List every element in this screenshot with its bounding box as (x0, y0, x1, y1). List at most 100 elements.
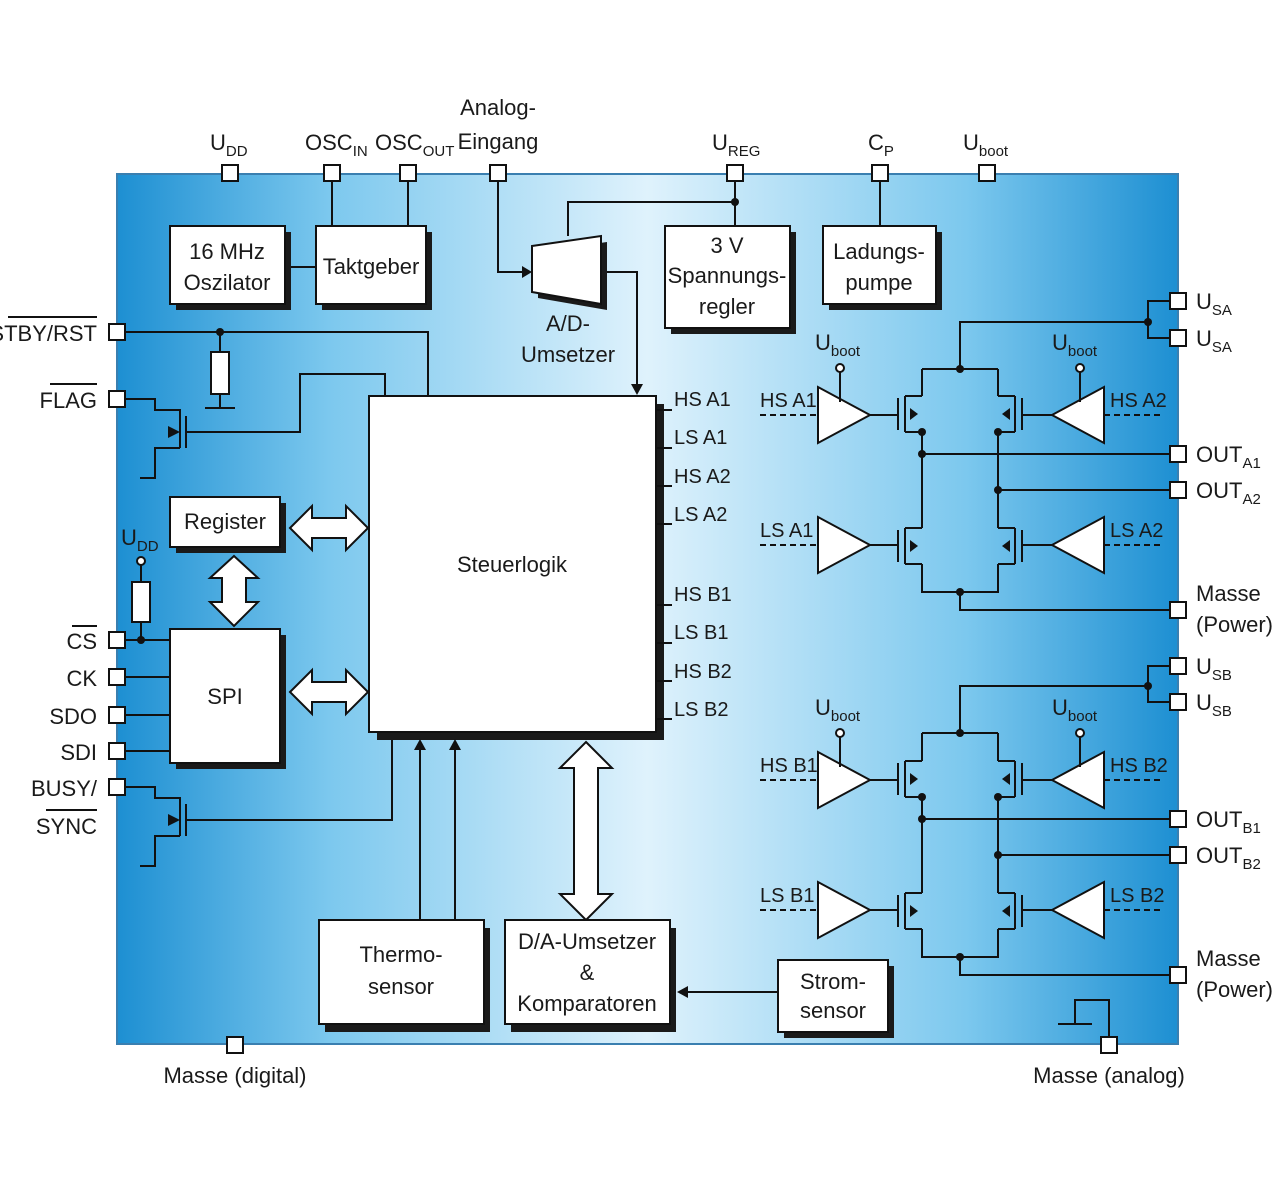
svg-text:Register: Register (184, 509, 266, 534)
logic-outputs: HS A1 LS A1 HS A2 LS A2 HS B1 LS B1 HS B… (656, 389, 732, 721)
block-oszilator: 16 MHz Oszilator (169, 225, 291, 310)
top-pins: UDD OSCIN OSCOUT Analog- Eingang UREG CP… (210, 95, 1009, 182)
block-taktgeber: Taktgeber (315, 225, 432, 310)
pin-masse-power-a[interactable] (1169, 601, 1187, 619)
label-masse-b-2: (Power) (1196, 977, 1273, 1002)
pin-ck[interactable] (108, 668, 126, 686)
svg-text:sensor: sensor (800, 998, 866, 1023)
pin-out-a2[interactable] (1169, 481, 1187, 499)
pin-masse-analog[interactable] (1100, 1036, 1118, 1054)
label-driver-ls-a1: LS A1 (760, 520, 813, 542)
block-stromsensor: Strom- sensor (777, 959, 894, 1038)
pullup-resistor-cs (131, 581, 151, 623)
ground-symbol-analog (1058, 999, 1110, 1037)
label-analog-1: Analog- (460, 95, 536, 120)
logic-output-ls-b2: LS B2 (674, 699, 728, 721)
svg-text:Steuerlogik: Steuerlogik (457, 552, 568, 577)
block-da-umsetzer: D/A-Umsetzer & Komparatoren (504, 919, 676, 1032)
pin-flag[interactable] (108, 390, 126, 408)
svg-text:Strom-: Strom- (800, 969, 866, 994)
pin-udd-top[interactable] (221, 164, 239, 182)
pin-busy-sync[interactable] (108, 778, 126, 796)
pin-masse-digital[interactable] (226, 1036, 244, 1054)
label-masse-analog: Masse (analog) (1033, 1063, 1185, 1088)
svg-text:Thermo-: Thermo- (359, 942, 442, 967)
pin-usa-2[interactable] (1169, 329, 1187, 347)
h-bridge-a: Uboot Uboot HS A1 LS A1 HS A2 LS A2 (760, 300, 1170, 611)
label-busy: BUSY/ (31, 776, 98, 801)
block-register: Register (169, 496, 286, 553)
pin-out-a1[interactable] (1169, 445, 1187, 463)
label-udd-left: UDD (121, 525, 159, 555)
pin-usb-2[interactable] (1169, 693, 1187, 711)
pin-sdi[interactable] (108, 742, 126, 760)
pin-cs[interactable] (108, 631, 126, 649)
wires-bottom (414, 739, 778, 998)
label-ck: CK (66, 666, 97, 691)
pin-analog-in[interactable] (489, 164, 507, 182)
bottom-pins: Masse (digital) Masse (analog) (163, 999, 1185, 1088)
label-out-a2: OUTA2 (1196, 478, 1261, 508)
svg-text:regler: regler (699, 294, 755, 319)
logic-output-ls-a2: LS A2 (674, 504, 727, 526)
label-driver-hs-b2: HS B2 (1110, 755, 1168, 777)
label-masse-a-2: (Power) (1196, 612, 1273, 637)
pin-masse-power-b[interactable] (1169, 966, 1187, 984)
logic-output-ls-b1: LS B1 (674, 622, 728, 644)
pin-ureg[interactable] (726, 164, 744, 182)
logic-output-hs-b1: HS B1 (674, 584, 732, 606)
svg-text:&: & (580, 960, 595, 985)
pin-sdo[interactable] (108, 706, 126, 724)
label-out-b2: OUTB2 (1196, 843, 1261, 873)
label-driver-ls-a2: LS A2 (1110, 520, 1163, 542)
label-ureg: UREG (712, 130, 760, 160)
pullup-resistor-stby (210, 351, 230, 395)
pin-usb-1[interactable] (1169, 657, 1187, 675)
label-uboot-b-left: Uboot (815, 695, 861, 725)
pin-out-b2[interactable] (1169, 846, 1187, 864)
driver-hs-b1 (817, 750, 873, 810)
label-cs: CS (66, 629, 97, 654)
label-usa-2: USA (1196, 326, 1232, 356)
block-thermosensor: Thermo- sensor (318, 919, 490, 1032)
block-ladungspumpe: Ladungs- pumpe (822, 225, 942, 310)
label-flag: FLAG (40, 388, 97, 413)
label-out-b1: OUTB1 (1196, 807, 1261, 837)
label-usb-1: USB (1196, 654, 1232, 684)
logic-output-ls-a1: LS A1 (674, 427, 727, 449)
label-analog-2: Eingang (458, 129, 539, 154)
svg-text:sensor: sensor (368, 974, 434, 999)
svg-text:Taktgeber: Taktgeber (323, 254, 420, 279)
pin-stby-rst[interactable] (108, 323, 126, 341)
label-out-a1: OUTA1 (1196, 442, 1261, 472)
label-uboot-top: Uboot (963, 130, 1009, 160)
pin-osc-out[interactable] (399, 164, 417, 182)
pin-cp[interactable] (871, 164, 889, 182)
svg-text:3 V: 3 V (710, 233, 743, 258)
label-uboot-b-right: Uboot (1052, 695, 1098, 725)
svg-text:SPI: SPI (207, 684, 242, 709)
label-sdi: SDI (60, 740, 97, 765)
logic-output-hs-a1: HS A1 (674, 389, 731, 411)
right-pins: USA USA OUTA1 OUTA2 Masse (Power) USB US… (1169, 289, 1273, 1002)
svg-text:Spannungs-: Spannungs- (668, 263, 787, 288)
label-driver-hs-a2: HS A2 (1110, 390, 1167, 412)
pin-usa-1[interactable] (1169, 292, 1187, 310)
pin-uboot-top[interactable] (978, 164, 996, 182)
label-udd-top: UDD (210, 130, 248, 160)
block-spi: SPI (169, 628, 286, 769)
label-masse-a-1: Masse (1196, 581, 1261, 606)
wires-left (125, 328, 429, 867)
label-stby-rst: STBY/RST (0, 321, 97, 346)
svg-text:Komparatoren: Komparatoren (517, 991, 656, 1016)
block-ad-umsetzer: A/D- Umsetzer (521, 234, 615, 367)
label-driver-hs-b1: HS B1 (760, 755, 818, 777)
pin-out-b1[interactable] (1169, 810, 1187, 828)
label-usa-1: USA (1196, 289, 1232, 319)
label-usb-2: USB (1196, 690, 1232, 720)
svg-text:pumpe: pumpe (845, 270, 912, 295)
label-osc-out: OSCOUT (375, 130, 454, 160)
pin-osc-in[interactable] (323, 164, 341, 182)
svg-text:Oszilator: Oszilator (184, 270, 271, 295)
